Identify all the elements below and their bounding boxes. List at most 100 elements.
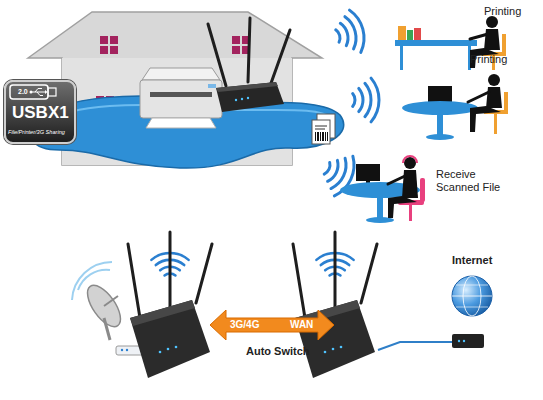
station-label: Printing xyxy=(484,5,521,18)
auto-switch-arrow: 3G/4G WAN xyxy=(210,310,334,340)
house-window xyxy=(100,46,108,54)
internet-modem xyxy=(452,276,492,316)
desk-two xyxy=(428,86,452,102)
router-right xyxy=(334,232,337,309)
desk-three xyxy=(377,197,383,219)
desk-one xyxy=(484,29,500,50)
router xyxy=(216,82,284,112)
printer xyxy=(140,68,222,128)
usb-plug-icon xyxy=(48,88,56,96)
house-window xyxy=(232,36,240,44)
router xyxy=(241,98,243,100)
desk-three xyxy=(409,205,412,221)
router-right xyxy=(340,346,343,349)
desk-two xyxy=(402,101,478,115)
internet-modem xyxy=(452,334,484,348)
usb-plug-icon xyxy=(45,90,48,94)
wifi-waves xyxy=(332,8,369,57)
usb-plug-icon xyxy=(30,91,33,94)
double-arrow-shape xyxy=(210,310,334,340)
usb-plug-icon xyxy=(10,85,48,99)
printer xyxy=(142,68,220,80)
router-left xyxy=(159,351,162,354)
scanned-document xyxy=(315,126,327,127)
scanned-document xyxy=(315,132,316,141)
scanned-document xyxy=(312,120,330,144)
printer xyxy=(150,92,212,97)
arrow-text: WAN xyxy=(290,319,313,331)
desk-two xyxy=(437,114,443,136)
router-right xyxy=(295,300,375,378)
desk-two xyxy=(488,74,500,86)
usb-badge: 2.0USBX1File/Printer/3G Sharing xyxy=(4,80,76,144)
desk-three xyxy=(340,156,425,223)
desk-two xyxy=(470,106,501,132)
usb-plug-icon xyxy=(10,85,56,99)
switch-label: Auto Switch xyxy=(246,345,310,358)
desk-two xyxy=(494,114,497,134)
internet-modem xyxy=(378,276,492,350)
station-label: Printing xyxy=(470,53,507,66)
router xyxy=(247,97,249,99)
router xyxy=(270,30,290,86)
scanned-document xyxy=(317,132,319,141)
desk-two xyxy=(426,134,454,140)
router-left xyxy=(167,348,170,351)
satellite-modem xyxy=(81,280,127,332)
desk-two xyxy=(504,92,508,112)
desk-one xyxy=(400,46,403,70)
wifi-waves xyxy=(318,8,379,199)
usb-plug-icon xyxy=(35,89,42,93)
desk-one xyxy=(395,40,477,46)
satellite-modem xyxy=(121,349,123,351)
scanned-document xyxy=(327,132,328,141)
usb-plug-icon xyxy=(37,92,43,96)
router-left xyxy=(128,244,140,318)
desk-one xyxy=(398,26,406,40)
desk-two xyxy=(402,74,508,140)
desk-three xyxy=(388,176,405,184)
house-window xyxy=(110,46,118,54)
router-left xyxy=(175,346,178,349)
router-right xyxy=(293,244,305,318)
internet-modem xyxy=(463,340,465,342)
router-right xyxy=(324,351,327,354)
scanned-document xyxy=(322,132,324,141)
printer xyxy=(146,118,216,128)
router-left xyxy=(128,232,212,378)
desk-one xyxy=(407,30,413,40)
desk-one xyxy=(414,28,421,40)
desk-one xyxy=(470,34,488,39)
wifi-waves xyxy=(353,78,379,122)
desk-two xyxy=(486,87,502,108)
desk-three xyxy=(403,156,417,163)
station-label: Receive Scanned File xyxy=(436,168,506,194)
desk-three xyxy=(356,164,380,181)
house-window xyxy=(110,36,118,44)
double-arrow-shape xyxy=(210,310,334,340)
router-left xyxy=(130,300,195,326)
internet-modem xyxy=(458,340,460,342)
house-window xyxy=(232,46,240,54)
router-left xyxy=(196,244,212,303)
router-left xyxy=(130,300,210,378)
desk-one xyxy=(486,16,498,28)
router-left xyxy=(169,232,172,309)
internet-modem xyxy=(452,296,492,297)
router xyxy=(248,18,250,82)
arrow-text: 3G/4G xyxy=(230,319,259,331)
internet-modem xyxy=(456,307,488,308)
satellite-modem xyxy=(104,318,110,340)
router xyxy=(208,24,226,86)
usb-subtitle: File/Printer/3G Sharing xyxy=(8,129,65,135)
desk-one xyxy=(502,34,506,54)
router-right xyxy=(361,244,377,303)
internet-modem xyxy=(456,285,488,286)
usb-version: 2.0 xyxy=(18,88,28,96)
router-right xyxy=(332,348,335,351)
desk-three xyxy=(404,157,416,169)
